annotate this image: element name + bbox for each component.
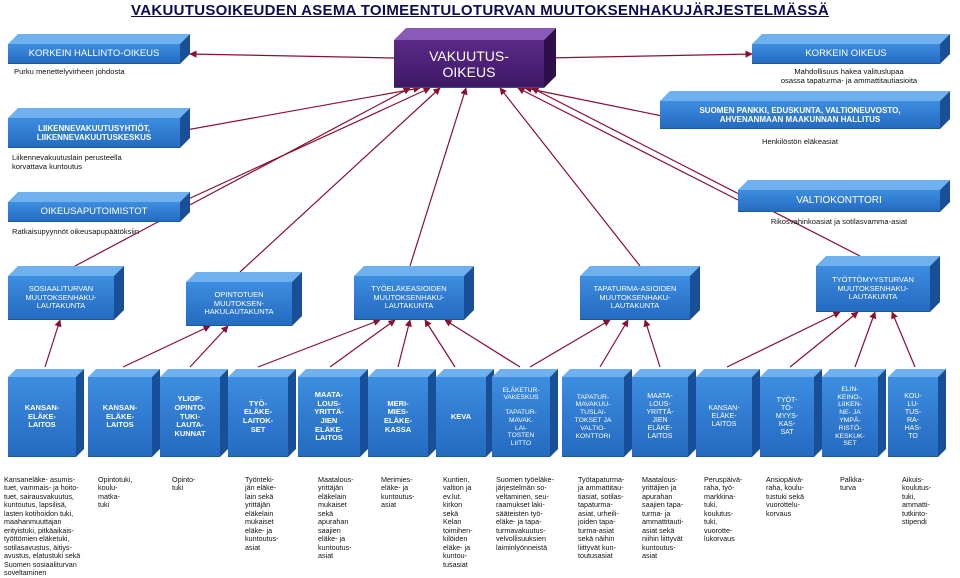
arrow-to-hallinto-oikeus: [189, 50, 395, 59]
box-kela-3: KANSAN- ELÄKE- LAITOS: [696, 377, 752, 457]
box-tyottomyyskassat: TYÖT- TÖ- MYYS- KAS- SAT: [760, 377, 814, 457]
board-label: SOSIAALITURVAN MUUTOKSENHAKU- LAUTAKUNTA: [25, 284, 97, 311]
box-korkein-hallinto-oikeus-label: KORKEIN HALLINTO-OIKEUS: [28, 47, 160, 59]
desc-kela-1: Kansaneläke- asumis- tuet, vammais- ja h…: [4, 475, 81, 578]
box-tyoelakelaitokset: TYÖ- ELÄKE- LAITOK- SET: [228, 377, 288, 457]
body-label: TAPATUR- MAVAKUU- TUSLAI- TOKSET JA VALT…: [574, 393, 612, 440]
box-yliopistot: YLIOP: OPINTO- TUKI- LAUTA- KUNNAT: [160, 377, 220, 457]
arrow-from-board-4: [499, 87, 641, 267]
box-mela-1: MAATA- LOUS- YRITTÄ- JIEN ELÄKE- LAITOS: [298, 377, 360, 457]
desc-koulutusrahasto: Aikuis- koulutus- tuki, ammatti- tutkint…: [902, 475, 932, 527]
box-suomen-pankki-label: SUOMEN PANKKI, EDUSKUNTA, VALTIONEUVOSTO…: [699, 105, 901, 124]
body-label: TYÖT- TÖ- MYYS- KAS- SAT: [775, 396, 799, 437]
desc-kela-2: Opintotuki, koulu- matka- tuki: [98, 475, 133, 510]
box-liikennevakuutus: LIIKENNEVAKUUTUSYHTIÖT, LIIKENNEVAKUUTUS…: [8, 118, 180, 148]
box-merimieselakekassa: MERI- MIES- ELÄKE- KASSA: [368, 377, 428, 457]
valtiokonttori-note: Rikosvahinkoasiat ja sotilasvamma-asiat: [770, 217, 908, 226]
box-board-tyottomyysturva: TYÖTTÖMYYSTURVAN MUUTOKSENHAKU- LAUTAKUN…: [816, 266, 930, 312]
body-label: YLIOP: OPINTO- TUKI- LAUTA- KUNNAT: [174, 394, 206, 438]
box-board-sosiaaliturva: SOSIAALITURVAN MUUTOKSENHAKU- LAUTAKUNTA: [8, 276, 114, 320]
korkein-hallinto-oikeus-note: Purku menettelyvirheen johdosta: [14, 67, 125, 76]
box-mela-2: MAATA- LOUS- YRITTÄ- JIEN ELÄKE- LAITOS: [632, 377, 688, 457]
box-board-tyoelake: TYÖELÄKEASIOIDEN MUUTOKSENHAKU- LAUTAKUN…: [354, 276, 464, 320]
arrow-from-board-5: [531, 87, 861, 257]
board-label: TYÖELÄKEASIOIDEN MUUTOKSENHAKU- LAUTAKUN…: [371, 284, 447, 311]
desc-tyoelakelaitokset: Työnteki- jän eläke- lain sekä yrittäjän…: [245, 475, 279, 552]
board-label: TAPATURMA-ASIOIDEN MUUTOKSENHAKU- LAUTAK…: [593, 284, 677, 311]
arrow-from-board-2: [239, 87, 441, 273]
arrow-from-board-1: [74, 87, 411, 267]
box-keva: KEVA: [436, 377, 486, 457]
box-vakuutusoikeus: VAKUUTUS- OIKEUS: [394, 40, 544, 88]
arrow-from-pankki: [524, 85, 673, 119]
body-label: KANSAN- ELÄKE- LAITOS: [708, 404, 740, 429]
body-label: KOU- LU- TUS- RA- HAS- TO: [904, 392, 922, 441]
box-ely-keskukset: ELIN- KEINO-, LIIKEN- NE- JA YMPÄ- RISTÖ…: [822, 377, 878, 457]
body-label: KEVA: [450, 411, 472, 421]
desc-ely-keskukset: Palkka- turva: [840, 475, 864, 493]
oikeusaputoimistot-note: Ratkaisupyynnöt oikeusapupäätöksiin: [12, 227, 140, 236]
arrow-to-korkein-oikeus: [544, 50, 753, 59]
body-label: MAATA- LOUS- YRITTÄ- JIEN ELÄKE- LAITOS: [646, 392, 674, 441]
box-suomen-pankki: SUOMEN PANKKI, EDUSKUNTA, VALTIONEUVOSTO…: [660, 101, 940, 129]
desc-keva: Kuntien, valtion ja ev.lut. kirkon sekä …: [443, 475, 473, 569]
desc-tapaturmavakuutuslaitokset: Työtapaturma- ja ammattitau- tiasiat, so…: [578, 475, 625, 561]
board-label: TYÖTTÖMYYSTURVAN MUUTOKSENHAKU- LAUTAKUN…: [832, 275, 914, 302]
arrow-from-board-3: [409, 87, 468, 267]
box-oikeusaputoimistot: OIKEUSAPUTOIMISTOT: [8, 202, 180, 222]
body-label: TYÖ- ELÄKE- LAITOK- SET: [242, 398, 274, 434]
box-vakuutusoikeus-label: VAKUUTUS- OIKEUS: [429, 47, 509, 80]
box-oikeusaputoimistot-label: OIKEUSAPUTOIMISTOT: [40, 205, 148, 217]
board-label: OPINTOTUEN MUUTOKSEN- HAKULAUTAKUNTA: [204, 290, 274, 317]
desc-elaketurvakeskus: Suomen työeläke- järjestelmän so- veltam…: [496, 475, 554, 552]
suomen-pankki-note: Henkilöstön eläkeasiat: [762, 137, 838, 146]
box-liikennevakuutus-label: LIIKENNEVAKUUTUSYHTIÖT, LIIKENNEVAKUUTUS…: [36, 123, 152, 142]
body-label: ELIN- KEINO-, LIIKEN- NE- JA YMPÄ- RISTÖ…: [835, 385, 865, 448]
box-board-opintotuki: OPINTOTUEN MUUTOKSEN- HAKULAUTAKUNTA: [186, 282, 292, 326]
liikennevakuutus-note: Liikennevakuutuslain perusteella korvatt…: [12, 153, 122, 172]
body-label: MERI- MIES- ELÄKE- KASSA: [384, 398, 412, 434]
box-tapaturmavakuutuslaitokset: TAPATUR- MAVAKUU- TUSLAI- TOKSET JA VALT…: [562, 377, 624, 457]
korkein-oikeus-note: Mahdollisuus hakea valituslupaa osassa t…: [780, 67, 918, 86]
diagram-title: VAKUUTUSOIKEUDEN ASEMA TOIMEENTULOTURVAN…: [131, 2, 829, 19]
box-koulutusrahasto: KOU- LU- TUS- RA- HAS- TO: [888, 377, 938, 457]
box-korkein-oikeus: KORKEIN OIKEUS: [752, 44, 940, 64]
desc-mela-2: Maatalous- yrittäjien ja apurahan saajie…: [642, 475, 684, 561]
body-label: KANSAN- ELÄKE- LAITOS: [102, 403, 138, 430]
desc-kela-3: Peruspäivä- raha, työ- markkina- tuki, k…: [704, 475, 743, 544]
box-board-tapaturma: TAPATURMA-ASIOIDEN MUUTOKSENHAKU- LAUTAK…: [580, 276, 690, 320]
box-korkein-hallinto-oikeus: KORKEIN HALLINTO-OIKEUS: [8, 44, 180, 64]
desc-tyottomyyskassat: Ansiopäivä- raha, koulu- tustuki sekä vu…: [766, 475, 804, 518]
box-kela-2: KANSAN- ELÄKE- LAITOS: [88, 377, 152, 457]
box-valtiokonttori: VALTIOKONTTORI: [738, 190, 940, 212]
box-korkein-oikeus-label: KORKEIN OIKEUS: [805, 47, 887, 59]
desc-mela-1: Maatalous- yrittäjän eläkelain mukaiset …: [318, 475, 354, 561]
box-valtiokonttori-label: VALTIOKONTTORI: [796, 195, 882, 207]
arrow-from-liikenne: [174, 85, 421, 133]
desc-merimieselakekassa: Merimies- eläke- ja kuntoutus- asiat: [381, 475, 415, 510]
arrow-from-valtiokonttori: [517, 87, 739, 201]
body-label: KANSAN- ELÄKE- LAITOS: [24, 403, 60, 430]
body-label: ELÄKETUR- VAKESKUS TAPATUR- MAVAK. LAI- …: [502, 386, 540, 447]
arrow-from-oikeusapu: [159, 87, 431, 213]
body-label: MAATA- LOUS- YRITTÄ- JIEN ELÄKE- LAITOS: [314, 390, 344, 443]
box-kela-1: KANSAN- ELÄKE- LAITOS: [8, 377, 76, 457]
box-elaketurvakeskus: ELÄKETUR- VAKESKUS TAPATUR- MAVAK. LAI- …: [492, 377, 550, 457]
desc-yliopistot: Opinto- tuki: [172, 475, 196, 493]
